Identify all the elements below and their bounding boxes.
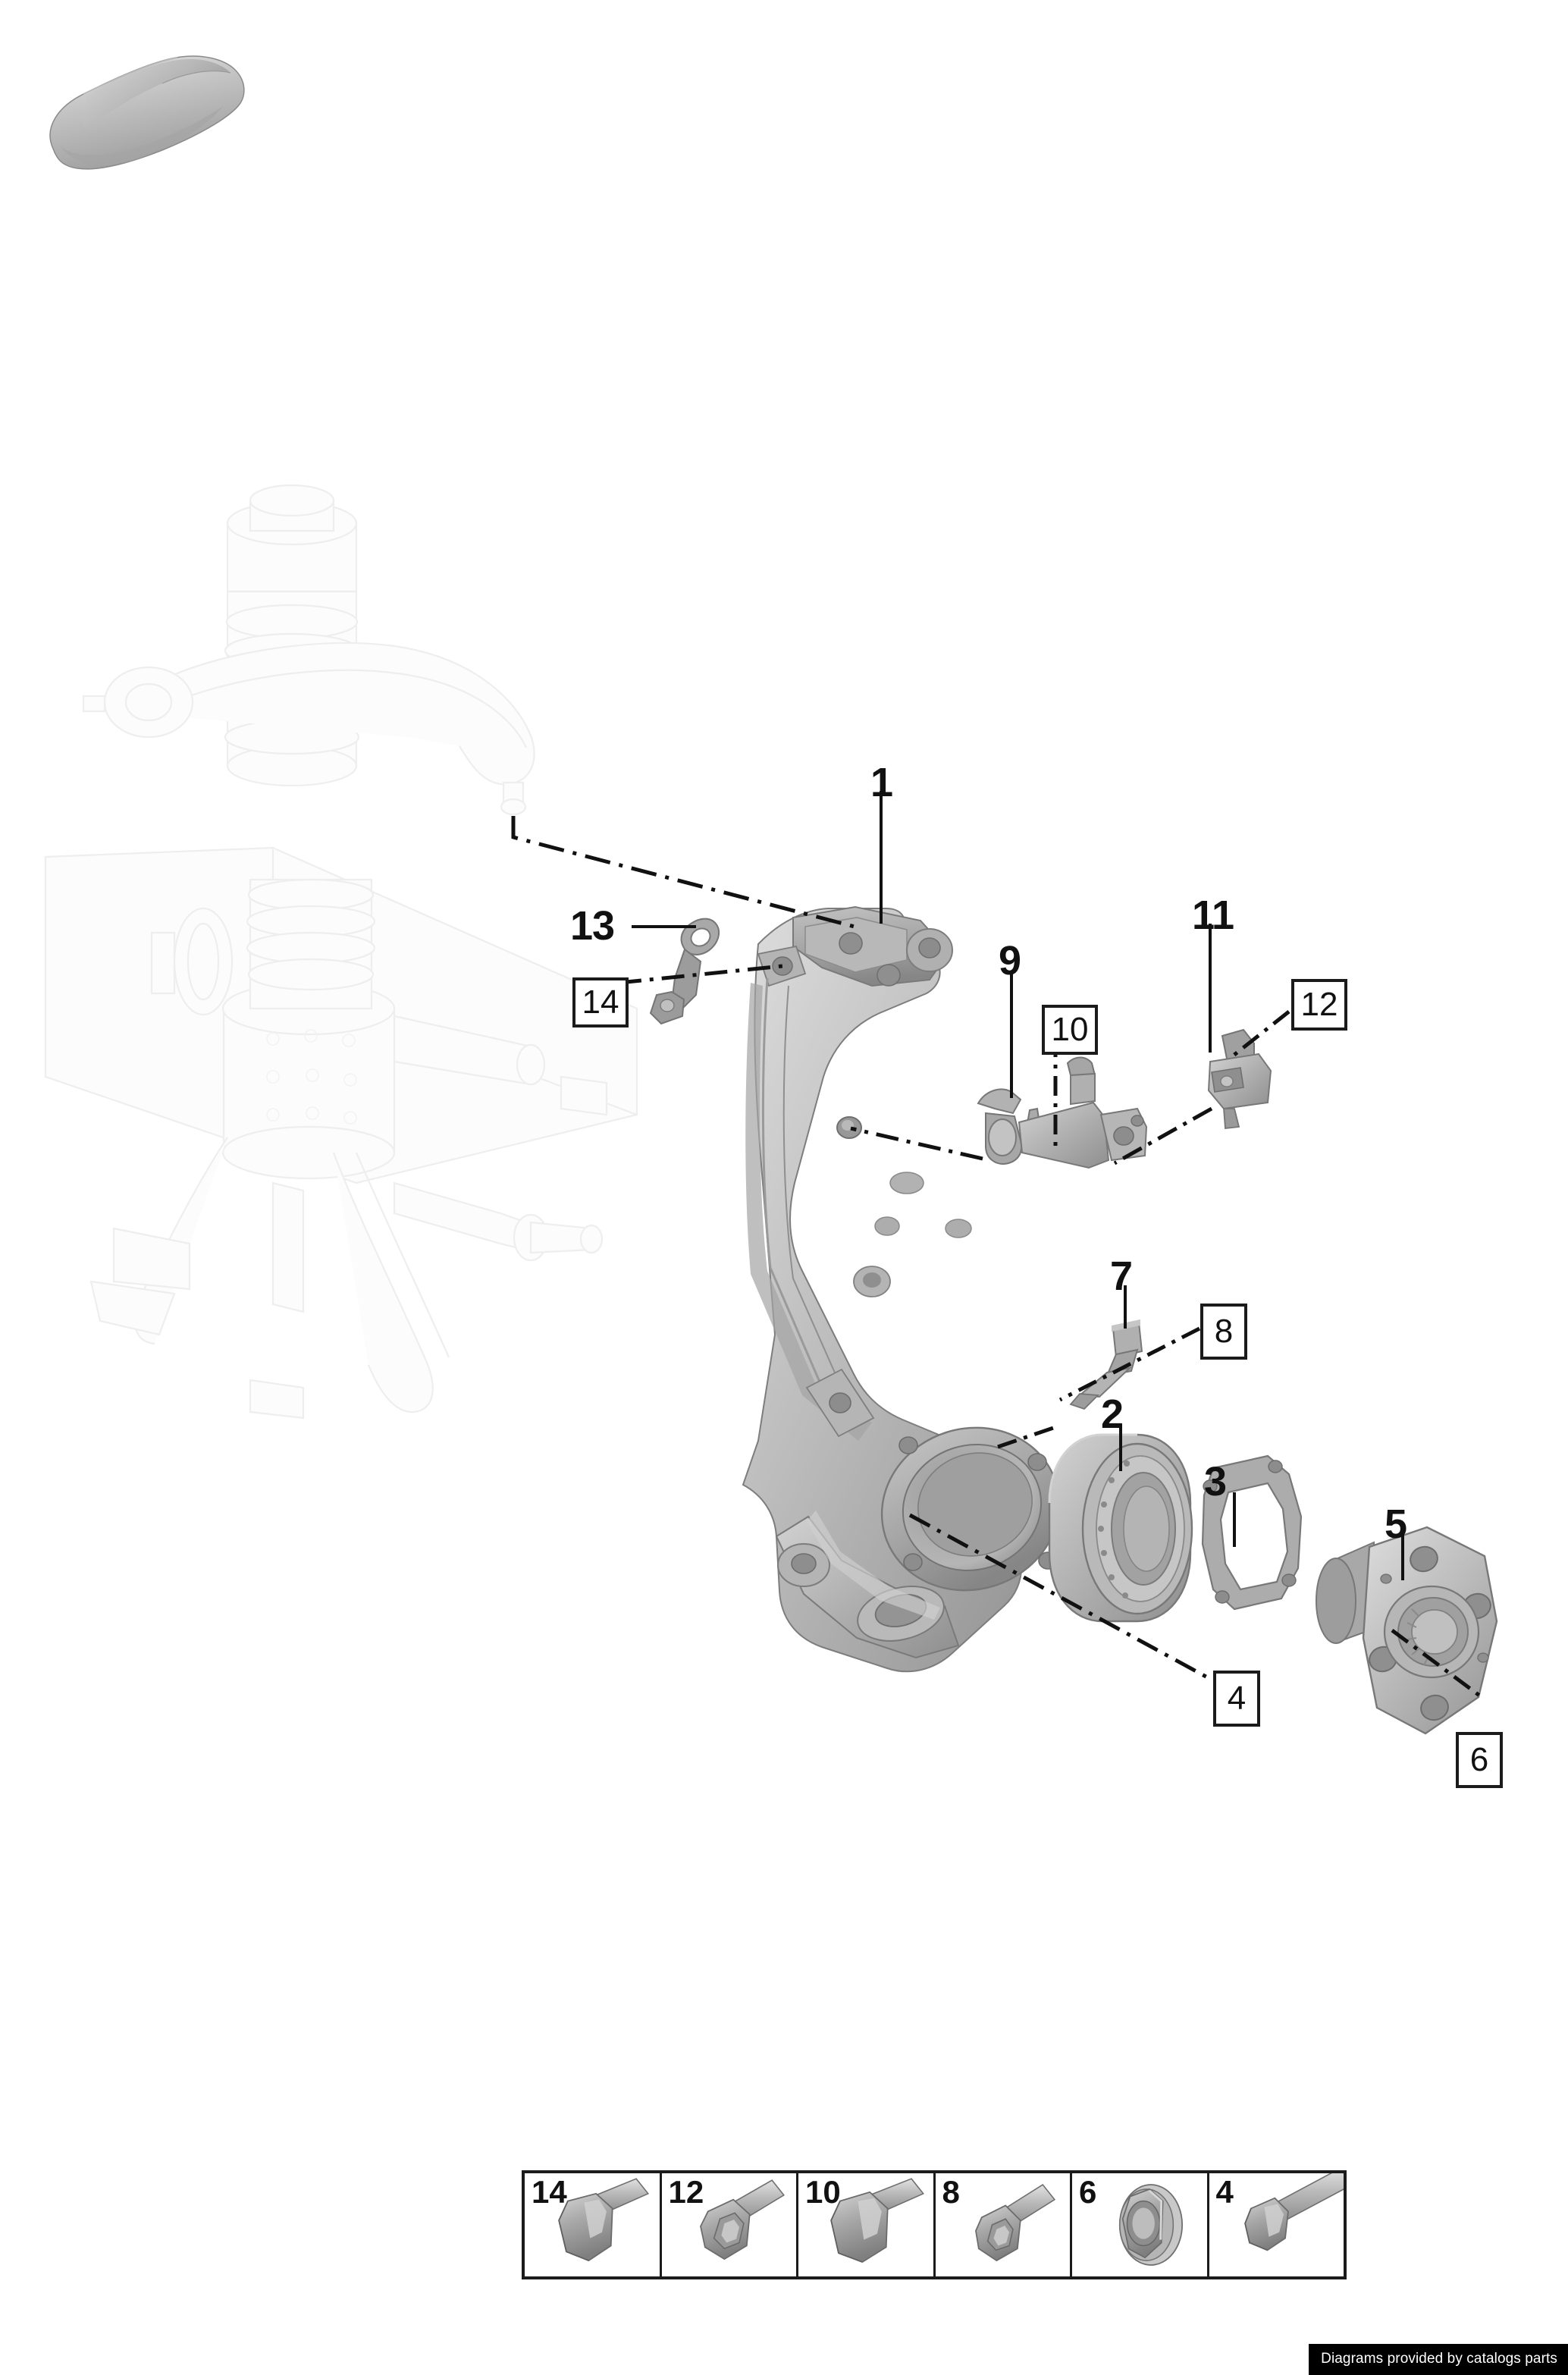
callout-14-boxed[interactable]: 14 bbox=[572, 977, 629, 1027]
part-bearing-retaining-plate bbox=[1201, 1454, 1303, 1611]
part-wheel-speed-sensor bbox=[1069, 1319, 1143, 1410]
watermark: Diagrams provided by catalogs parts bbox=[1309, 2344, 1568, 2375]
hex-flange-bolt-icon bbox=[830, 2178, 924, 2264]
callout-3[interactable]: 3 bbox=[1204, 1459, 1227, 1504]
callout-13[interactable]: 13 bbox=[570, 903, 615, 949]
vehicle-silhouette-icon bbox=[49, 55, 245, 170]
ghost-suspension-assembly bbox=[44, 484, 638, 1420]
legend-number-10: 10 bbox=[805, 2174, 841, 2210]
part-wheel-bearing bbox=[1048, 1433, 1193, 1623]
hex-flange-bolt-icon bbox=[558, 2178, 650, 2262]
callout-9[interactable]: 9 bbox=[999, 938, 1021, 984]
hub-bore bbox=[880, 1426, 1061, 1592]
hex-flange-nut-icon bbox=[1118, 2184, 1184, 2266]
legend-number-8: 8 bbox=[942, 2174, 960, 2210]
callout-11[interactable]: 11 bbox=[1192, 893, 1234, 938]
part-sensor-holder bbox=[1207, 1028, 1272, 1129]
callout-2[interactable]: 2 bbox=[1101, 1391, 1124, 1437]
leader-dashdot-strut-to-knuckle bbox=[511, 816, 855, 929]
legend-cell-6[interactable]: 6 bbox=[1072, 2173, 1209, 2276]
legend-number-14: 14 bbox=[532, 2174, 567, 2210]
long-hex-flange-bolt-icon bbox=[1243, 2173, 1344, 2251]
socket-head-bolt-icon bbox=[699, 2179, 785, 2260]
callout-7[interactable]: 7 bbox=[1110, 1253, 1133, 1299]
legend-number-6: 6 bbox=[1079, 2174, 1097, 2210]
part-hose-retainer-bracket bbox=[977, 1056, 1148, 1169]
hardware-legend: 14 12 10 bbox=[522, 2170, 1347, 2279]
callout-4-boxed[interactable]: 4 bbox=[1213, 1671, 1260, 1727]
legend-number-4: 4 bbox=[1215, 2174, 1234, 2210]
callout-10-boxed[interactable]: 10 bbox=[1042, 1005, 1098, 1055]
callout-8-boxed[interactable]: 8 bbox=[1200, 1304, 1247, 1360]
legend-cell-10[interactable]: 10 bbox=[798, 2173, 936, 2276]
callout-6-boxed[interactable]: 6 bbox=[1456, 1732, 1503, 1788]
part-wheel-carrier bbox=[742, 905, 1061, 1673]
part-wear-sensor-clip bbox=[649, 918, 720, 1025]
legend-cell-14[interactable]: 14 bbox=[525, 2173, 662, 2276]
legend-number-12: 12 bbox=[668, 2174, 704, 2210]
socket-head-bolt-icon bbox=[974, 2184, 1055, 2262]
callout-1[interactable]: 1 bbox=[870, 760, 893, 805]
callout-12-boxed[interactable]: 12 bbox=[1291, 979, 1347, 1031]
legend-cell-12[interactable]: 12 bbox=[662, 2173, 798, 2276]
leader-lines bbox=[511, 791, 1483, 1699]
legend-cell-4[interactable]: 4 bbox=[1209, 2173, 1344, 2276]
callout-5[interactable]: 5 bbox=[1385, 1501, 1407, 1547]
part-wheel-hub-flange bbox=[1316, 1526, 1498, 1735]
legend-cell-8[interactable]: 8 bbox=[936, 2173, 1072, 2276]
